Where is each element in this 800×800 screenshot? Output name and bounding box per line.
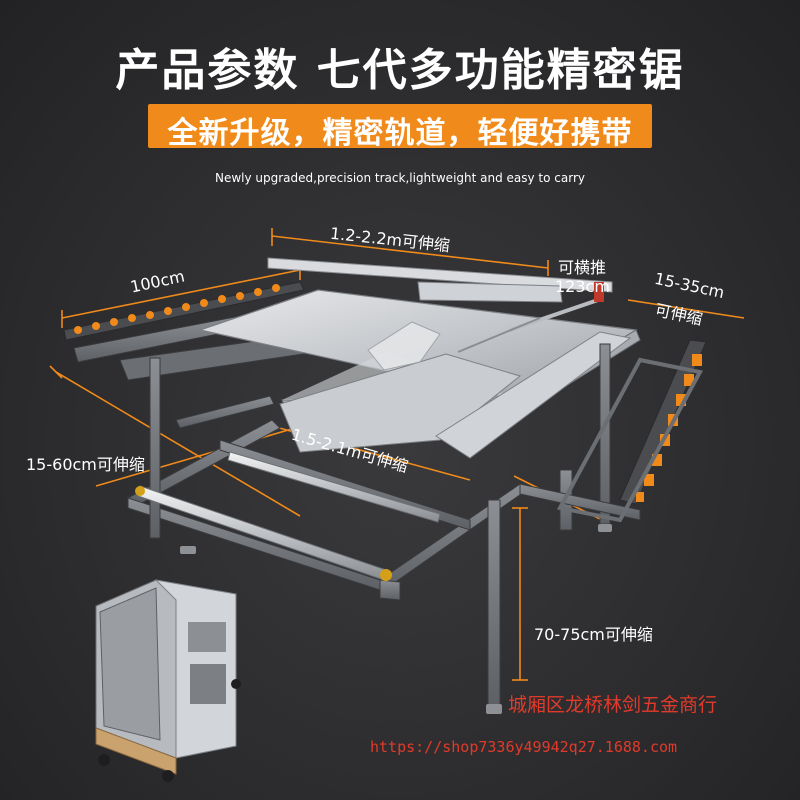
table-top — [197, 282, 641, 459]
watermark-shop-url: https://shop7336y49942q27.1688.com — [370, 738, 678, 756]
page-title: 产品参数 七代多功能精密锯 — [115, 45, 685, 96]
front-rods — [135, 451, 441, 581]
dimension-push-value: 123cm — [555, 277, 610, 296]
fence-arm — [267, 257, 613, 303]
feature-banner-text: 全新升级，精密轨道，轻便好携带 — [167, 116, 633, 151]
folded-table-inset — [95, 579, 241, 782]
dimension-push-label: 可横推 — [558, 258, 607, 277]
english-subtitle: Newly upgraded,precision track,lightweig… — [214, 171, 586, 185]
right-roller-extension — [556, 339, 707, 523]
feet — [180, 524, 612, 714]
watermark-shop-name: 城厢区龙桥林剑五金商行 — [508, 694, 718, 716]
dimension-left-side-label: 15-60cm可伸缩 — [26, 455, 145, 474]
feature-banner — [148, 104, 652, 148]
dimension-height-label: 70-75cm可伸缩 — [534, 625, 653, 644]
